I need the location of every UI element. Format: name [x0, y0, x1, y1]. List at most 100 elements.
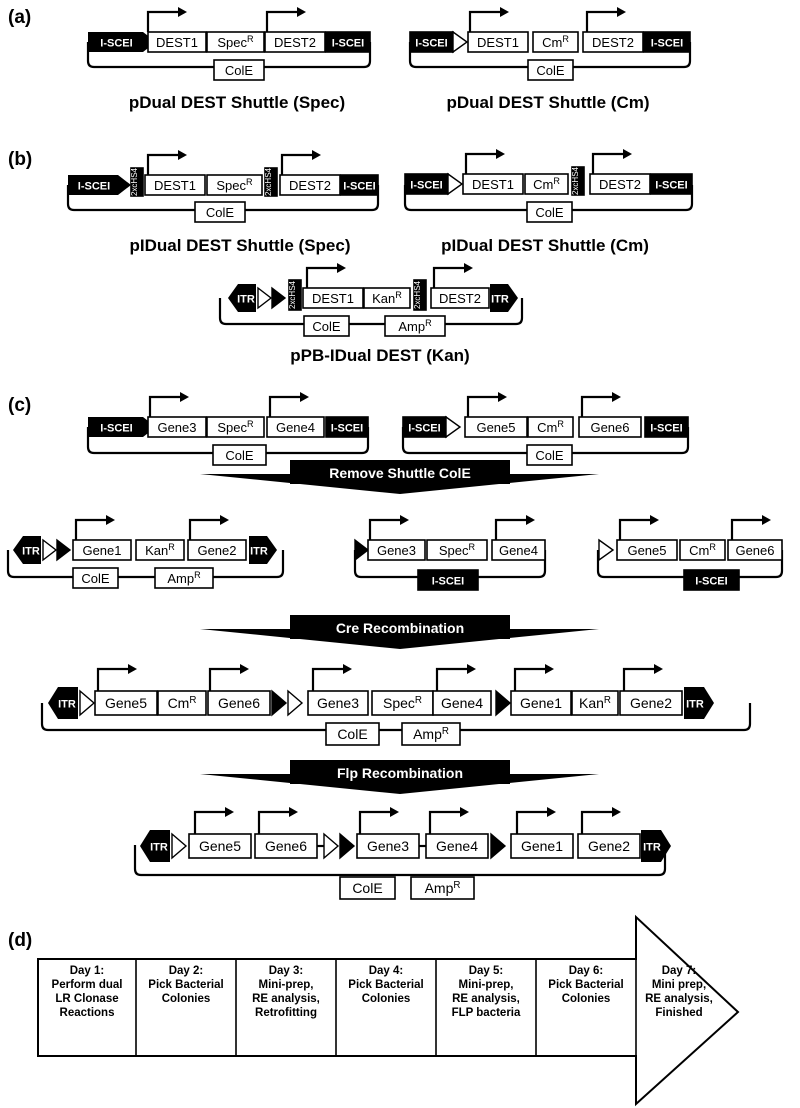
timeline-day-text: Day 4: — [369, 965, 404, 977]
dest1-box — [462, 173, 524, 195]
gene5-box — [616, 539, 678, 561]
cole-box-label: ColE — [352, 880, 382, 896]
plasmid-name: pDual DEST Shuttle (Spec) — [129, 93, 345, 112]
gene5-box — [94, 690, 158, 716]
promoter-arrowhead — [496, 149, 505, 159]
i-scei-label: I-SCEI — [650, 423, 682, 435]
dest1-box-label: DEST1 — [154, 178, 196, 193]
insulator-2xchs4 — [413, 279, 427, 311]
timeline-day-text: Day 7: — [662, 965, 697, 977]
promoter-arrowhead — [337, 263, 346, 273]
dest2-box — [430, 287, 490, 309]
gene6-box — [727, 539, 783, 561]
spec-r-box — [371, 690, 434, 716]
itr-label: ITR — [250, 546, 268, 558]
gene2-box — [187, 539, 247, 561]
itr-label: ITR — [58, 699, 76, 711]
loxp-site — [490, 832, 507, 860]
kan-r-box — [571, 690, 619, 716]
cole-box — [303, 315, 350, 337]
gene2-box — [619, 690, 683, 716]
cm-r-box-label: CmR — [689, 542, 716, 558]
gene6-box-label: Gene6 — [735, 543, 774, 558]
frt-site — [447, 172, 464, 196]
plasmid-backbone — [40, 703, 752, 732]
timeline-day-text: Perform dual — [52, 979, 123, 991]
frt-site — [79, 689, 96, 717]
promoter-arrowhead — [464, 263, 473, 273]
promoter-arrowhead — [762, 515, 771, 525]
gene1-box — [510, 833, 574, 859]
gene1-box-label: Gene1 — [82, 543, 121, 558]
cm-r-box-label: CmR — [542, 34, 569, 50]
promoter-arrow — [96, 667, 128, 691]
step-label: Cre Recombination — [336, 620, 464, 636]
gene5-box-label: Gene5 — [199, 838, 241, 854]
timeline-day-text: RE analysis, — [252, 993, 320, 1005]
insulator-label: 2xcHS4 — [413, 280, 422, 309]
cole-box — [526, 201, 573, 223]
promoter-arrowhead — [650, 515, 659, 525]
promoter-arrow — [730, 518, 762, 540]
gene5-box-label: Gene5 — [627, 543, 666, 558]
spec-r-box — [206, 416, 265, 438]
gene4-box-label: Gene4 — [441, 695, 483, 711]
promoter-arrow — [468, 10, 500, 32]
promoter-arrowhead — [612, 392, 621, 402]
promoter-arrow — [188, 518, 220, 540]
frt-site — [287, 689, 304, 717]
timeline-day-text: Reactions — [60, 1007, 115, 1019]
itr-label: ITR — [686, 699, 704, 711]
spec-r-box-label: SpecR — [217, 34, 254, 50]
promoter-arrowhead — [106, 515, 115, 525]
promoter-arrowhead — [180, 392, 189, 402]
promoter-arrowhead — [312, 150, 321, 160]
promoter-arrowhead — [498, 392, 507, 402]
timeline-day-text: Colonies — [562, 993, 611, 1005]
gene4-box — [491, 539, 546, 561]
gene4-box-label: Gene4 — [276, 420, 315, 435]
promoter-arrowhead — [467, 664, 476, 674]
i-scei-site — [643, 31, 691, 53]
dest2-box-label: DEST2 — [599, 177, 641, 192]
promoter-arrow — [311, 667, 343, 691]
loxp-site — [495, 689, 512, 717]
plasmid-name: pDual DEST Shuttle (Cm) — [446, 93, 649, 112]
itr-left — [140, 830, 170, 862]
dest2-box — [582, 31, 644, 53]
frt-site — [42, 538, 58, 562]
i-scei-label: I-SCEI — [332, 38, 364, 50]
i-scei-label: I-SCEI — [78, 181, 110, 193]
loxp-site — [271, 286, 287, 310]
timeline-day-text: Colonies — [362, 993, 411, 1005]
i-scei-label: I-SCEI — [655, 180, 687, 192]
i-scei-label: I-SCEI — [100, 423, 132, 435]
timeline-day-text: LR Clonase — [55, 993, 118, 1005]
gene1-box — [510, 690, 572, 716]
amp-r-box — [410, 876, 475, 900]
frt-site — [445, 415, 462, 439]
dest1-box — [467, 31, 529, 53]
timeline-day-text: Day 3: — [269, 965, 304, 977]
frt-site — [257, 286, 273, 310]
kan-r-box-label: KanR — [579, 695, 611, 711]
timeline-day-text: FLP bacteria — [452, 1007, 521, 1019]
insulator-label: 2xcHS4 — [130, 167, 139, 196]
timeline-arrow — [37, 914, 740, 1107]
cole-box-label: ColE — [535, 205, 564, 220]
promoter-arrow — [146, 153, 178, 175]
promoter-arrowhead — [178, 150, 187, 160]
kan-r-box-label: KanR — [372, 290, 402, 306]
cole-box-label: ColE — [225, 448, 254, 463]
plasmid-backbone — [6, 550, 285, 579]
dest2-box-label: DEST2 — [439, 291, 481, 306]
frt-site — [323, 832, 340, 860]
cm-r-box-label: CmR — [537, 419, 564, 435]
cole-box — [212, 444, 267, 466]
cole-box — [339, 876, 396, 900]
amp-r-box-label: AmpR — [398, 318, 432, 334]
promoter-arrow — [585, 10, 617, 32]
timeline-day-text: Finished — [655, 1007, 702, 1019]
promoter-arrowhead — [220, 515, 229, 525]
cm-r-box — [524, 173, 569, 195]
